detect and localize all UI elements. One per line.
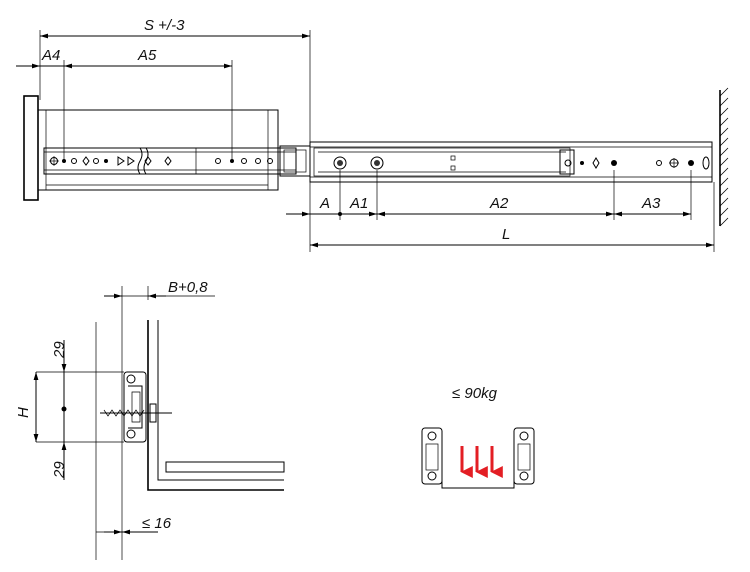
dim-29-bottom-label: 29	[51, 461, 68, 479]
mounting-hole-icon	[49, 156, 59, 166]
dim-a3-label: A3	[641, 195, 661, 212]
drawer-front	[23, 95, 39, 201]
wall-hatch-icon	[719, 87, 729, 227]
dim-max16-label: ≤ 16	[142, 515, 172, 532]
dim-a4-label: A4	[41, 47, 60, 64]
screw-icon	[100, 403, 172, 423]
dim-l-label: L	[502, 226, 510, 243]
dim-a2-label: A2	[489, 195, 509, 212]
section-view: B+0,8 H 29 29	[15, 279, 285, 560]
drawer-body	[37, 109, 279, 191]
top-view: S +/-3 A4 A5 A A1 A2 A3 L	[16, 17, 729, 252]
load-capacity-label: ≤ 90kg	[452, 385, 498, 402]
dim-29-top-label: 29	[51, 341, 68, 359]
dim-a-label: A	[319, 195, 330, 212]
load-capacity-icon: ≤ 90kg	[421, 385, 535, 489]
slide-profile	[123, 371, 147, 443]
dim-b-label: B+0,8	[168, 279, 208, 296]
dim-s-label: S +/-3	[144, 17, 185, 34]
dim-a5-label: A5	[137, 47, 157, 64]
outer-rail	[309, 141, 713, 183]
inner-rail	[43, 147, 297, 175]
dim-h-label: H	[15, 407, 32, 418]
dim-a1-label: A1	[349, 195, 368, 212]
load-arrow-icon	[460, 446, 503, 478]
